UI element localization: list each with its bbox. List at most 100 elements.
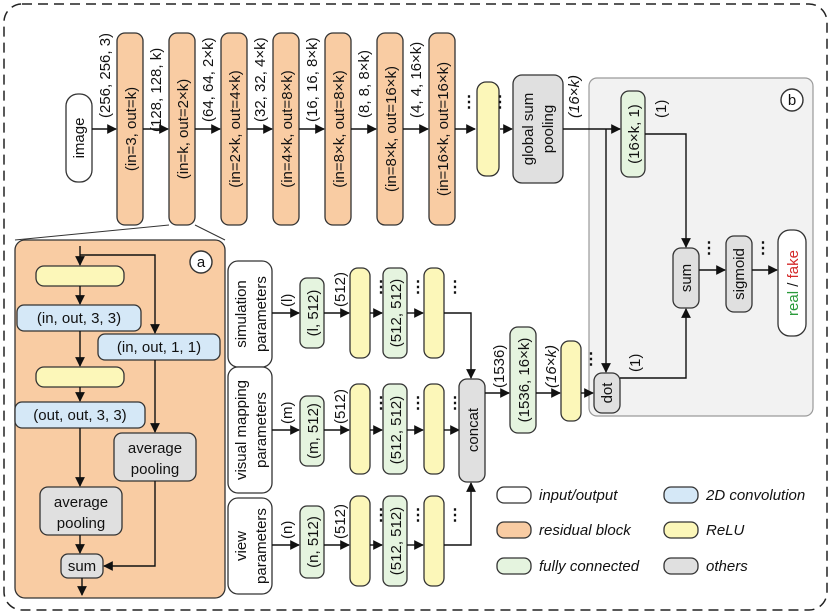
view-fc2 (382, 495, 408, 587)
residual-block-1-label: (in=3, out=k) (123, 87, 140, 171)
dim-label-2: (64, 64, 2×k) (200, 37, 217, 122)
legend: input/output 2D convolution residual blo… (496, 486, 805, 575)
residual-block-3: (in=2×k, out=4×k) (220, 32, 248, 226)
dim-label-4: (16, 16, 8×k) (304, 37, 321, 122)
concat-label: concat (465, 407, 482, 452)
real-label: real (785, 291, 802, 316)
relu-a1 (35, 265, 125, 287)
zoom-line-right (194, 224, 226, 241)
view-dim: (n) (279, 521, 296, 539)
pool-a-left-1: average (54, 494, 108, 511)
view-dim2: (512) (332, 504, 349, 539)
global-sum-pooling: global sum pooling (512, 74, 564, 184)
dim-label-1: (128, 128, k) (148, 48, 165, 132)
fc-top: (16×k, 1) (620, 90, 646, 178)
fc-top-dim: (1) (653, 100, 670, 118)
ellipsis-sum: ⋮ (701, 240, 717, 257)
view-relu2 (423, 495, 445, 587)
sim-fc1-label: (l, 512) (305, 290, 322, 337)
outer-frame (3, 3, 828, 611)
panel-b-label: b (788, 92, 796, 109)
panel-b-badge (780, 88, 804, 112)
relu-concat (560, 340, 582, 422)
residual-block-1: (in=3, out=k) (116, 32, 144, 226)
vis-fc2 (382, 383, 408, 475)
vis-fc1-label: (m, 512) (305, 403, 322, 459)
output-text: real / fake (785, 250, 802, 316)
pool-a-right-2: pooling (131, 461, 179, 478)
conv-a-skip-label: (in, out, 1, 1) (117, 339, 201, 356)
sim-line1: simulation (233, 280, 250, 348)
panel-a-badge (189, 250, 213, 274)
view-ellipsis2: ⋮ (410, 507, 426, 524)
conv-a1 (16, 304, 142, 332)
slash-label: / (785, 278, 802, 291)
sim-relu2 (423, 267, 445, 359)
residual-block-4: (in=4×k, out=8×k) (272, 32, 300, 226)
conv-a1-label: (in, out, 3, 3) (37, 310, 121, 327)
dot-dim: (1) (627, 354, 644, 372)
conv-a2-label: (out, out, 3, 3) (33, 407, 126, 424)
dim-label-0: (256, 256, 3) (97, 33, 114, 118)
view-fc2-label: (512, 512) (388, 507, 405, 575)
dim-label-5: (8, 8, 8×k) (356, 50, 373, 118)
concat-ellipsis: ⋮ (583, 351, 599, 368)
legend-fc-swatch (496, 557, 532, 575)
vis-fc2-label: (512, 512) (388, 396, 405, 464)
sim-line2: parameters (253, 276, 270, 352)
vis-fc1 (299, 395, 325, 467)
legend-residual-swatch (496, 521, 532, 539)
dot-label: dot (599, 382, 616, 404)
vis-relu2 (423, 383, 445, 475)
dim-label-3: (32, 32, 4×k) (252, 37, 269, 122)
residual-block-3-label: (in=2×k, out=4×k) (227, 70, 244, 188)
zoom-line-left (14, 224, 170, 241)
sum-node: sum (672, 247, 700, 309)
sum-label: sum (678, 264, 695, 292)
sim-dim2: (512) (332, 272, 349, 307)
sigmoid-label: sigmoid (731, 248, 748, 300)
legend-residual-label: residual block (539, 522, 632, 539)
vis-dim2: (512) (332, 389, 349, 424)
panel-a-label: a (197, 254, 206, 271)
residual-block-5-label: (in=8×k, out=8×k) (331, 70, 348, 188)
sim-dim: (l) (279, 294, 296, 307)
residual-block-5: (in=8×k, out=8×k) (324, 32, 352, 226)
image-input-box (65, 93, 93, 183)
sum-a-label: sum (68, 558, 96, 575)
legend-fc-label: fully connected (539, 558, 640, 575)
concat-dim: (1536) (491, 345, 508, 388)
residual-block-6-label: (in=8×k, out=16×k) (383, 66, 400, 192)
residual-block-7: (in=16×k, out=16×k) (428, 32, 456, 226)
pool-line1: global sum (520, 93, 537, 166)
legend-others-swatch (663, 557, 699, 575)
fc-concat-dim: (16×k) (543, 345, 560, 388)
pool-a-left-2: pooling (57, 515, 105, 532)
ellipsis-top-1: ⋮ (461, 94, 477, 111)
view-fc1 (299, 505, 325, 579)
residual-block-4-label: (in=4×k, out=8×k) (279, 70, 296, 188)
view-relu1 (349, 495, 371, 587)
legend-io-swatch (496, 486, 532, 504)
simulation-params: simulation parameters (227, 260, 273, 368)
vis-line2: parameters (253, 392, 270, 468)
output-real-fake: real / fake (777, 229, 807, 337)
vis-ellipsis2: ⋮ (410, 395, 426, 412)
pool-a-left (39, 486, 123, 536)
view-line1: view (233, 531, 250, 561)
sigmoid-node: sigmoid (725, 235, 753, 313)
residual-block-2: (in=k, out=2×k) (168, 32, 196, 226)
view-ellipsis3: ⋮ (447, 507, 463, 524)
view-fc1-label: (n, 512) (305, 516, 322, 568)
relu-a2 (35, 366, 125, 388)
relu-top (476, 81, 500, 177)
fc-concat (509, 326, 537, 434)
legend-others-label: others (706, 558, 748, 575)
ellipsis-top-2: ⋮ (492, 94, 508, 111)
legend-relu-swatch (663, 521, 699, 539)
image-input: image (65, 93, 93, 183)
residual-block-2-label: (in=k, out=2×k) (175, 79, 192, 179)
vis-line1: visual mapping (233, 380, 250, 480)
image-label: image (71, 118, 88, 159)
